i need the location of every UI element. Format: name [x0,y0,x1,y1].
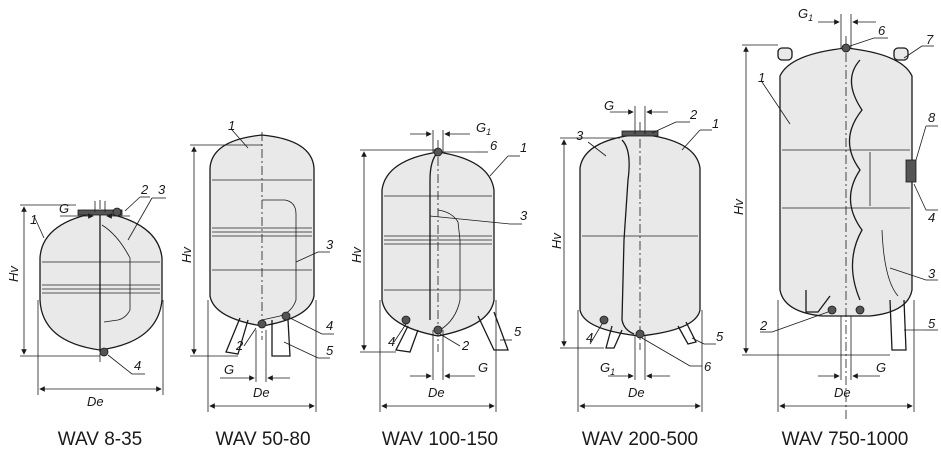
callout-3-tank1: 3 [158,182,166,197]
tank-wav-750-1000 [742,14,938,420]
g-label-4: G [604,98,614,113]
g1-label-5: G1 [798,6,813,23]
g1-sub-5: 1 [808,13,813,23]
hv-label-3: Hv [349,246,364,263]
callout-1-tank2: 1 [228,118,235,133]
hv-label-2: Hv [179,246,194,263]
hv-label-1: Hv [6,265,21,282]
g-label-3: G [478,360,488,375]
callout-2-tank1: 2 [140,182,149,197]
callout-5-tank2: 5 [326,343,334,358]
g1-sub-3: 1 [486,127,491,137]
tank-wav-8-35 [20,196,166,395]
tank-wav-100-150 [360,130,522,412]
de-label-5: De [834,385,851,400]
callout-4-tank5: 4 [928,210,935,225]
g1-base-3: G [476,120,486,135]
caption-wav-750-1000: WAV 750-1000 [782,429,909,450]
callout-3-tank4: 3 [576,128,584,143]
g-label-5: G [876,360,886,375]
callout-3-tank3: 3 [520,208,528,223]
callout-5-tank4: 5 [716,329,724,344]
g-label-1: G [59,201,69,216]
callout-5-tank3: 5 [514,324,522,339]
callout-6-tank5: 6 [878,23,886,38]
callout-4-tank2: 4 [326,318,333,333]
caption-wav-50-80: WAV 50-80 [215,429,310,450]
de-label-1: De [87,394,104,409]
g1-label-3: G1 [476,120,491,137]
hv-label-5: Hv [731,198,746,215]
callout-1-tank4: 1 [712,116,719,131]
g1-label-4: G1 [600,360,615,377]
callout-4-tank1: 4 [134,358,141,373]
callout-7-tank5: 7 [926,32,934,47]
callout-4-tank3: 4 [388,334,395,349]
caption-wav-200-500: WAV 200-500 [582,429,698,450]
g1-base-4: G [600,360,610,375]
callout-6-tank3: 6 [490,138,498,153]
g-label-2: G [224,362,234,377]
g1-base-5: G [798,6,808,21]
callout-3-tank5: 3 [928,266,936,281]
g1-sub-4: 1 [610,367,615,377]
callout-1-tank5: 1 [758,70,765,85]
de-label-4: De [628,385,645,400]
callout-2-tank3: 2 [461,338,470,353]
de-label-2: De [253,385,270,400]
hv-label-4: Hv [549,232,564,249]
callout-8-tank5: 8 [928,110,936,125]
callout-1-tank3: 1 [520,140,527,155]
tank-wav-200-500 [560,106,716,412]
callout-3-tank2: 3 [326,237,334,252]
caption-wav-100-150: WAV 100-150 [382,429,498,450]
callout-2-tank4: 2 [689,107,698,122]
callout-1-tank1: 1 [30,212,37,227]
caption-wav-8-35: WAV 8-35 [58,429,142,450]
callout-2-tank5: 2 [759,318,768,333]
tank-wav-50-80 [190,129,334,412]
de-label-3: De [428,385,445,400]
callout-6-tank4: 6 [704,359,712,374]
callout-4-tank4: 4 [586,330,593,345]
callout-5-tank5: 5 [928,316,936,331]
callout-2-tank2: 2 [235,338,244,353]
